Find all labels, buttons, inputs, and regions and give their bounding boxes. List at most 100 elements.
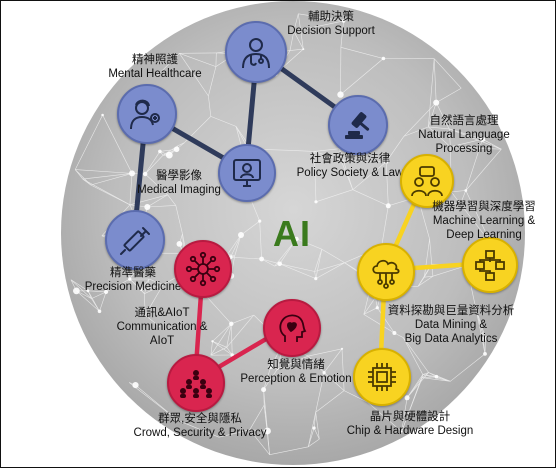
mesh-line bbox=[403, 102, 437, 137]
mesh-line bbox=[363, 307, 378, 315]
mesh-line bbox=[289, 150, 315, 152]
mental-healthcare-node bbox=[117, 84, 177, 144]
mesh-dot bbox=[128, 277, 132, 281]
mesh-line bbox=[401, 374, 424, 432]
mesh-line bbox=[385, 136, 405, 163]
mesh-line bbox=[263, 389, 268, 432]
mesh-line bbox=[240, 220, 260, 236]
perception-zh: 知覺與情緒 bbox=[267, 359, 325, 371]
mesh-line bbox=[263, 389, 265, 406]
mesh-line bbox=[70, 279, 89, 292]
perception-emotion-label: 知覺與情緒 Perception & Emotion bbox=[234, 358, 358, 386]
mesh-line bbox=[75, 169, 133, 174]
mesh-line bbox=[433, 58, 437, 103]
mesh-line bbox=[155, 53, 180, 78]
mesh-line bbox=[465, 149, 502, 191]
mesh-dot bbox=[261, 387, 267, 393]
mesh-dot bbox=[276, 367, 279, 370]
perception-emotion-node bbox=[263, 299, 321, 357]
mesh-line bbox=[261, 258, 275, 267]
mesh-line bbox=[296, 238, 322, 250]
mesh-dot bbox=[483, 352, 487, 356]
mesh-line bbox=[263, 366, 272, 390]
mesh-dot bbox=[264, 427, 271, 435]
cloud-icon bbox=[372, 259, 400, 289]
mesh-line bbox=[144, 278, 150, 294]
nlp-node bbox=[400, 154, 454, 208]
mesh-dot bbox=[404, 395, 410, 401]
mesh-line bbox=[210, 116, 237, 127]
comm-zh: 通訊&AIoT bbox=[134, 307, 190, 319]
mesh-line bbox=[87, 290, 92, 299]
mesh-line bbox=[315, 390, 345, 413]
mesh-dot bbox=[211, 340, 214, 343]
datamining-en-line1: Data Mining & bbox=[414, 319, 488, 331]
mesh-line bbox=[340, 20, 344, 48]
mesh-line bbox=[140, 278, 150, 290]
mesh-line bbox=[277, 355, 309, 370]
decision-zh: 輔助決策 bbox=[308, 11, 354, 23]
mesh-line bbox=[249, 429, 270, 455]
mesh-line bbox=[323, 348, 343, 373]
mesh-line bbox=[74, 169, 84, 180]
mesh-line bbox=[422, 376, 437, 378]
mesh-line bbox=[363, 314, 395, 334]
mesh-line bbox=[263, 368, 278, 390]
mesh-line bbox=[269, 446, 309, 455]
mesh-line bbox=[422, 372, 429, 375]
mesh-line bbox=[226, 323, 232, 348]
medical-imaging-node bbox=[218, 144, 276, 202]
mesh-line bbox=[279, 263, 315, 272]
mesh-line bbox=[212, 341, 233, 356]
mesh-dot bbox=[464, 189, 468, 192]
mesh-dot bbox=[381, 56, 386, 61]
syringe-icon bbox=[120, 227, 150, 255]
policy-zh: 社會政策與法律 bbox=[309, 153, 391, 165]
mesh-line bbox=[313, 427, 320, 440]
mesh-dot bbox=[268, 364, 274, 369]
mesh-dot bbox=[104, 289, 109, 294]
precision-zh: 精準醫藥 bbox=[110, 267, 156, 279]
mesh-line bbox=[249, 404, 265, 430]
mesh-line bbox=[144, 284, 164, 316]
mesh-dot bbox=[277, 261, 283, 267]
data-mining-label: 資料探勘與巨量資料分析 Data Mining & Big Data Analy… bbox=[381, 304, 521, 346]
mesh-line bbox=[428, 102, 437, 127]
mesh-line bbox=[385, 161, 389, 206]
mesh-line bbox=[279, 263, 316, 279]
mesh-line bbox=[210, 323, 232, 356]
mesh-line bbox=[424, 275, 433, 278]
mesh-dot bbox=[229, 321, 234, 326]
mesh-line bbox=[315, 249, 323, 279]
mesh-line bbox=[451, 190, 466, 193]
mesh-line bbox=[210, 347, 227, 356]
chip-icon bbox=[368, 363, 396, 391]
communication-aiot-label: 通訊&AIoT Communication & AIoT bbox=[107, 306, 217, 348]
mesh-line bbox=[87, 290, 100, 312]
crowd-security-node bbox=[167, 354, 225, 412]
precision-medicine-node bbox=[105, 210, 165, 270]
mental-en: Mental Healthcare bbox=[108, 68, 202, 80]
communication-aiot-node bbox=[174, 240, 232, 298]
mesh-line bbox=[352, 189, 389, 207]
chip-hardware-node bbox=[353, 348, 411, 406]
mesh-line bbox=[99, 291, 107, 312]
mesh-line bbox=[323, 372, 345, 391]
mesh-line bbox=[210, 341, 213, 356]
mesh-line bbox=[352, 161, 387, 190]
mesh-line bbox=[289, 31, 295, 51]
precision-medicine-label: 精準醫藥 Precision Medicine bbox=[73, 266, 193, 294]
mesh-line bbox=[208, 95, 212, 117]
mesh-line bbox=[422, 377, 451, 382]
crowd-zh: 群眾,安全與隱私 bbox=[158, 413, 242, 425]
mesh-line bbox=[421, 374, 424, 378]
gavel-icon bbox=[345, 112, 370, 139]
mesh-line bbox=[450, 138, 483, 148]
mesh-dot bbox=[400, 430, 403, 433]
mesh-line bbox=[179, 53, 209, 97]
mesh-dot bbox=[258, 219, 262, 223]
mesh-line bbox=[429, 238, 432, 265]
mesh-line bbox=[314, 249, 323, 272]
mesh-dot bbox=[176, 241, 183, 247]
